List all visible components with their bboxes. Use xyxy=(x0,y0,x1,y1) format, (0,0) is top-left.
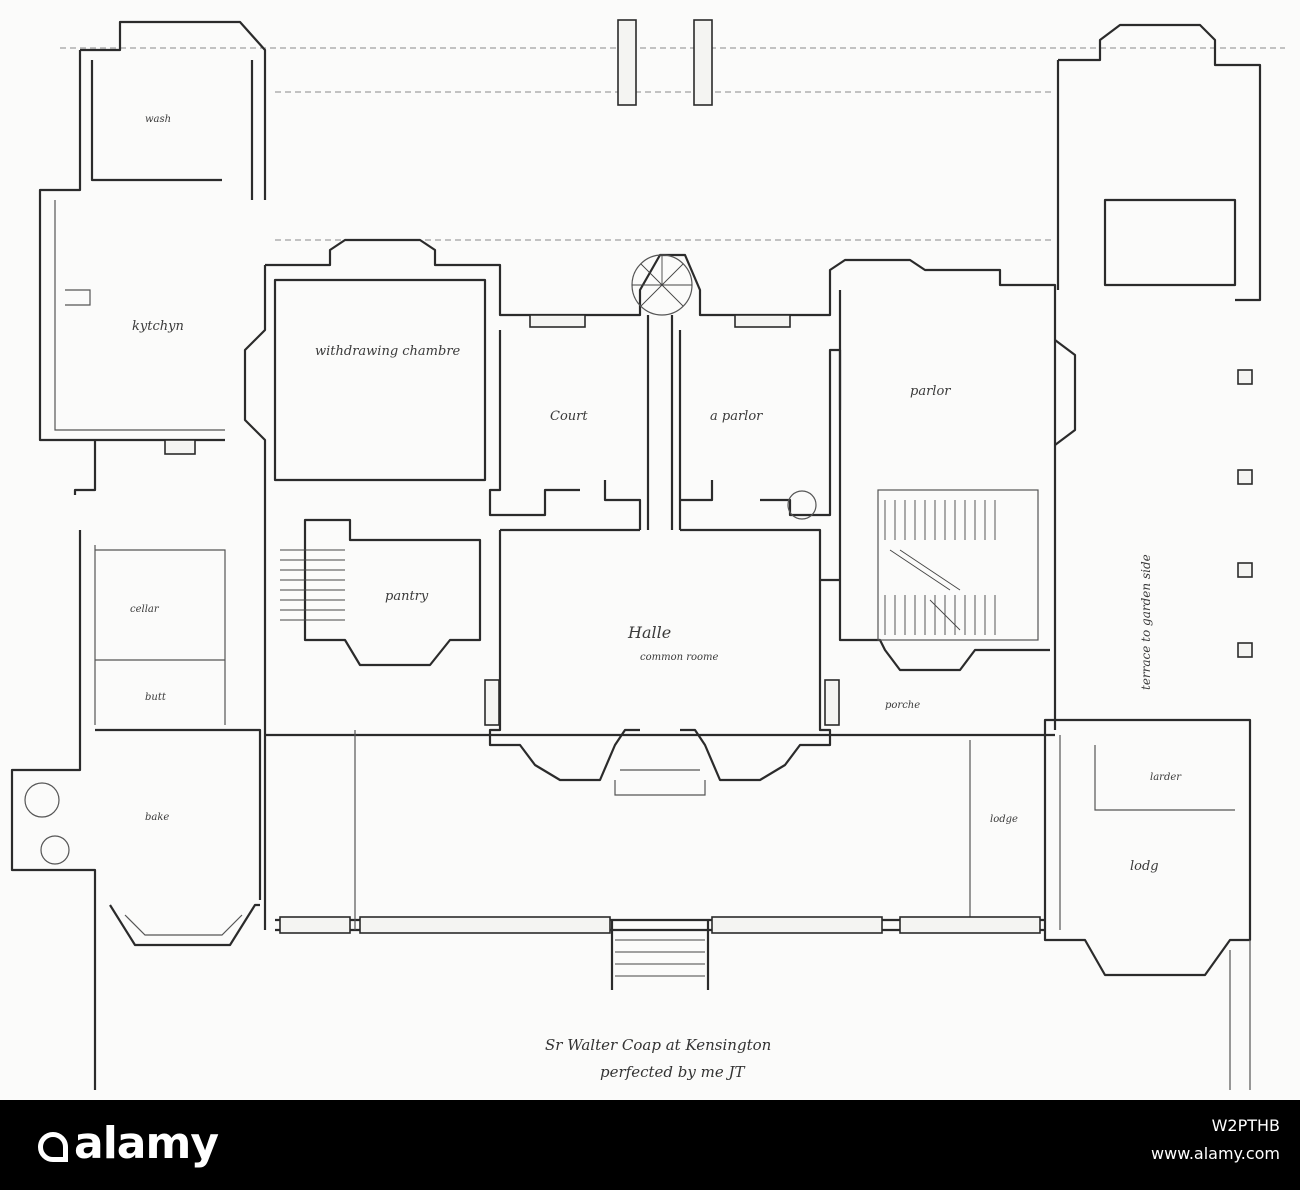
wall-pier xyxy=(164,439,196,455)
colonnade xyxy=(279,916,1041,934)
main-block xyxy=(243,238,1077,990)
room-label-hall-sub: common roome xyxy=(640,652,719,663)
room-label-parlor: parlor xyxy=(910,384,951,399)
room-label-court: Court xyxy=(550,409,588,424)
room-label-withdrawing: withdrawing chambre xyxy=(315,344,461,359)
window-pier xyxy=(734,314,791,328)
room-label-upper-left: wash xyxy=(145,114,171,125)
gate-pier xyxy=(693,19,713,106)
room-label-porch: porche xyxy=(885,700,920,711)
wall-pier xyxy=(484,679,500,726)
room-label-lower-right: lodge xyxy=(990,814,1018,825)
right-wing xyxy=(1043,23,1262,1090)
alamy-logo-icon xyxy=(38,1132,68,1162)
left-wing xyxy=(10,20,267,1090)
room-label-hall: Halle xyxy=(627,623,671,642)
room-label-lodge: lodg xyxy=(1130,859,1159,874)
floor-plan-drawing: kytchyn withdrawing chambre Court a parl… xyxy=(10,19,1285,1090)
alamy-logo-text: alamy xyxy=(74,1118,219,1169)
room-label-pantry: pantry xyxy=(385,589,429,604)
image-id: W2PTHB xyxy=(1211,1116,1280,1135)
room-label-cellar: cellar xyxy=(130,604,160,615)
watermark-info: W2PTHB www.alamy.com xyxy=(1151,1112,1280,1168)
room-label-parlor-small: a parlor xyxy=(710,409,763,424)
terrace-label: terrace to garden side xyxy=(1139,554,1153,690)
terrace-post xyxy=(1237,562,1253,578)
terrace-post xyxy=(1237,369,1253,385)
room-label-bakehouse: bake xyxy=(145,812,169,823)
terrace-post xyxy=(1237,642,1253,658)
room-label-kitchen: kytchyn xyxy=(132,319,184,334)
alamy-logo: alamy xyxy=(38,1118,219,1169)
drawing-caption-line1: Sr Walter Coap at Kensington xyxy=(545,1036,771,1054)
site-url: www.alamy.com xyxy=(1151,1144,1280,1163)
window-pier xyxy=(529,314,586,328)
watermark-bar: alamy W2PTHB www.alamy.com xyxy=(0,1100,1300,1190)
room-label-buttery: butt xyxy=(145,692,167,703)
wall-pier xyxy=(824,679,840,726)
drawing-sheet: kytchyn withdrawing chambre Court a parl… xyxy=(10,19,1285,1090)
gate-pier xyxy=(617,19,637,106)
terrace-post xyxy=(1237,469,1253,485)
drawing-caption-line2: perfected by me JT xyxy=(600,1063,745,1081)
room-label-larder: larder xyxy=(1150,772,1182,783)
